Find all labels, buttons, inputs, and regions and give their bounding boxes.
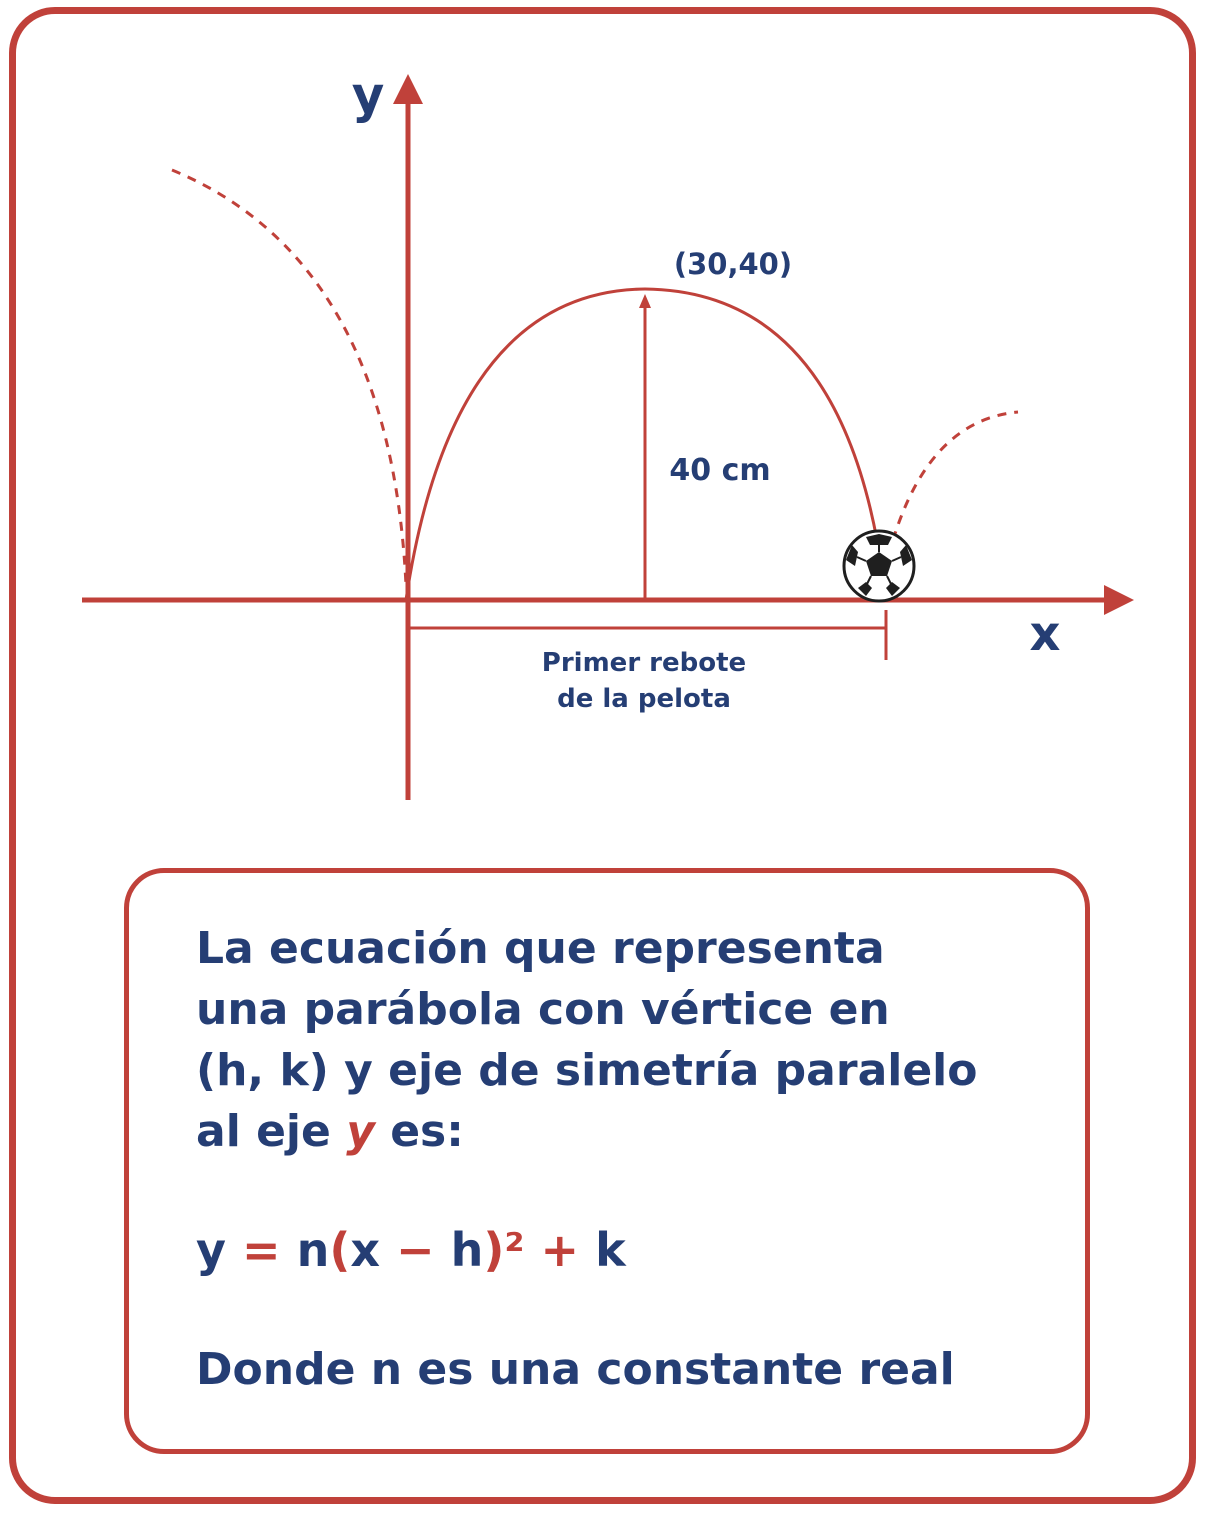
bounce-label-line2: de la pelota — [557, 684, 731, 714]
info-line-4: al eje y es: — [196, 1101, 1076, 1162]
height-arrow-head-icon — [639, 294, 651, 308]
vertex-form-equation: y = n(x − h)² + k — [196, 1220, 1076, 1281]
constant-note: Donde n es una constante real — [196, 1344, 955, 1395]
formula-h: h — [450, 1223, 484, 1277]
formula-left-paren: ( — [329, 1223, 351, 1277]
info-text: La ecuación que representa una parábola … — [196, 918, 1076, 1400]
info-box — [124, 868, 1090, 1454]
formula-equals: = — [226, 1223, 297, 1277]
formula-minus: − — [380, 1223, 451, 1277]
y-axis-label: y — [352, 66, 385, 124]
height-label: 40 cm — [669, 453, 770, 488]
formula-y: y — [196, 1223, 226, 1277]
parabola-curve — [404, 287, 879, 601]
formula-n: n — [296, 1223, 330, 1277]
formula-k: k — [595, 1223, 626, 1277]
info-line-4-variable: y — [346, 1106, 375, 1157]
formula-x: x — [350, 1223, 381, 1277]
x-axis-arrow-icon — [1104, 585, 1134, 615]
prior-trajectory-dashed — [171, 168, 408, 586]
x-axis-label: x — [1030, 606, 1061, 662]
bounce-label-line1: Primer rebote — [542, 648, 746, 678]
y-axis-arrow-icon — [393, 74, 423, 104]
outer-frame — [9, 7, 1196, 1504]
formula-squared: ² — [504, 1223, 525, 1277]
formula-right-paren: ) — [483, 1223, 505, 1277]
info-line-4-suffix: es: — [374, 1106, 464, 1157]
next-trajectory-dashed — [891, 410, 1019, 541]
formula-plus: + — [524, 1223, 596, 1277]
info-line-2: una parábola con vértice en — [196, 984, 890, 1035]
info-line-3: (h, k) y eje de simetría paralelo — [196, 1045, 978, 1096]
info-line-4-prefix: al eje — [196, 1106, 347, 1157]
parabola-diagram: y x (30,40) 40 cm Primer rebote de la pe… — [82, 66, 1134, 800]
soccer-ball-icon — [842, 529, 916, 603]
info-line-1: La ecuación que representa — [196, 923, 885, 974]
vertex-label: (30,40) — [674, 247, 792, 281]
